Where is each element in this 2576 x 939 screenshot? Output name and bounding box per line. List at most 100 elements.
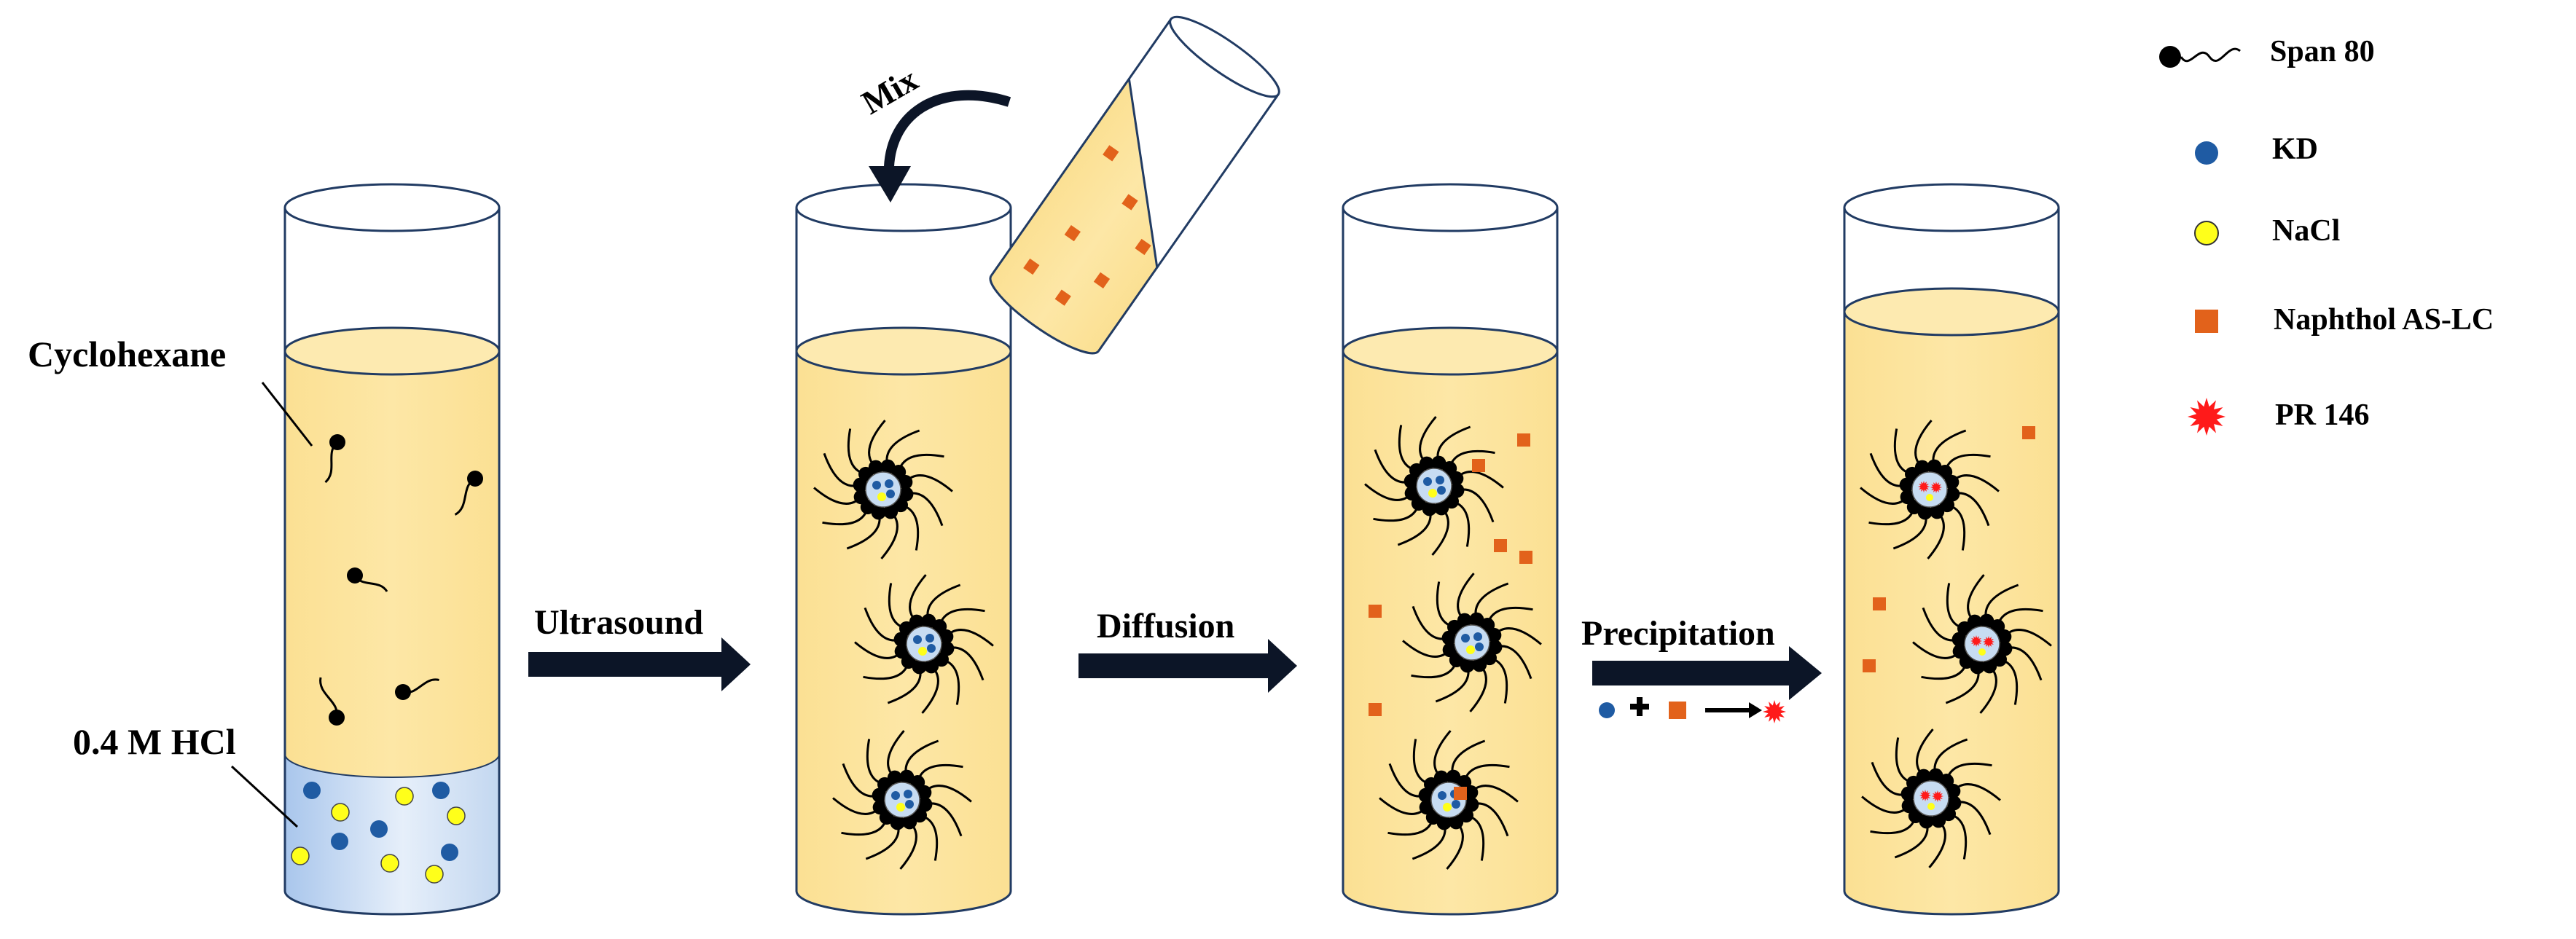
kd-particle [370,820,388,838]
naphthol-square [1054,289,1071,306]
naphthol-square [1121,194,1138,211]
micelle-head [1487,627,1502,643]
pr146-icon [2188,398,2225,436]
legend-kd-label: KD [2272,133,2318,166]
legend-nacl-label: NaCl [2272,214,2340,248]
pr146-icon [1763,700,1786,723]
micelle-head [1901,798,1917,814]
nacl-particle [425,865,444,884]
micelle-head [912,659,927,675]
legend-naphthol: Naphthol AS-LC [2195,303,2494,337]
micelle-head [1436,815,1452,830]
nacl-dot [1927,803,1935,810]
micelle-head [1970,659,1985,675]
micelle-core [906,626,942,662]
mix-arrow [883,90,1011,179]
naphthol-square [1023,258,1040,275]
kd-dot [1452,800,1460,809]
legend-kd: KD [2195,133,2318,166]
naphthol-square [1369,605,1382,618]
micelle-head [1914,460,1930,475]
micelle-head [1434,500,1449,516]
cyclohexane-label: Cyclohexane [28,334,226,374]
nacl-particle [395,787,414,806]
micelle-head [883,504,899,519]
micelle-core [1964,626,2000,662]
kd-dot [1423,477,1432,486]
legend-naphthol-label: Naphthol AS-LC [2274,303,2494,337]
kd-particle [432,782,450,799]
pour-wall-left [990,18,1172,277]
tube-precipitation [1843,183,2060,916]
kd-dot [886,490,895,498]
micelle-core [1913,780,1949,817]
micelle-core [1416,468,1452,504]
liquid-surface [283,326,501,376]
pr146-star [1918,481,1930,492]
tube-initial [283,183,501,916]
naphthol-square [1135,238,1151,256]
micelle-head [909,614,924,629]
naphthol-square [1863,659,1876,672]
micelle-head [1951,632,1967,647]
micelle-head [1449,483,1465,498]
micelle-core [1454,624,1490,661]
kd-particle [303,782,321,799]
micelle-head [1946,783,1961,798]
micelle-head [1997,641,2013,656]
pr146-star [1970,635,1982,647]
micelle-head [1449,471,1464,486]
micelle-head [1441,630,1457,645]
micelle-head [894,644,909,659]
pr146-star [1763,700,1786,723]
micelle-head [1419,456,1434,471]
legend-span80: Span 80 [2159,35,2375,68]
tube-diffusion [1342,183,1559,916]
precipitation-arrow [1592,646,1822,700]
pouring-tube [989,15,1280,355]
diffusion-arrow [1078,639,1297,693]
micelle-head [1472,657,1487,672]
micelle-head [1457,613,1472,628]
nacl-dot [877,492,886,501]
kd-particle [441,844,458,861]
naphthol-square [1369,703,1382,716]
micelle-core [865,471,901,508]
micelle-head [890,815,905,830]
micelle-head [1979,613,1994,629]
micelle-head [899,769,915,785]
naphthol-square [1103,145,1119,162]
tube-rim [795,183,1012,232]
micelle-head [1464,797,1479,812]
micelle-head [887,770,902,785]
micelle-head [1404,486,1420,501]
kd-dot [885,479,893,488]
micelle-core [884,782,920,818]
nacl-dot [896,803,905,812]
micelle-head [1463,785,1479,800]
micelle-head [1433,770,1449,785]
tube-bottom [1843,890,2060,916]
micelle-head [1469,612,1484,627]
legend-span80-label: Span 80 [2270,35,2375,68]
micelle-head [1982,659,1997,674]
kd-dot [1438,791,1446,800]
nacl-dot [1428,489,1437,498]
micelle-head [924,659,939,674]
span80-head [329,710,345,726]
kd-dot [927,644,936,653]
micelle-head [939,641,955,656]
kd-dot [913,635,922,644]
nacl-particle [380,854,399,873]
span80-head [329,434,345,450]
micelle-head [1919,814,1934,829]
hcl-label: 0.4 M HCl [73,721,236,762]
micelle-head [1442,643,1457,658]
legend-nacl: NaCl [2194,214,2340,248]
micelle-head [939,629,954,644]
micelle-head [872,787,887,803]
naphthol-square [1064,224,1081,242]
micelle-head [1931,813,1946,828]
pr146-star [1919,790,1931,801]
